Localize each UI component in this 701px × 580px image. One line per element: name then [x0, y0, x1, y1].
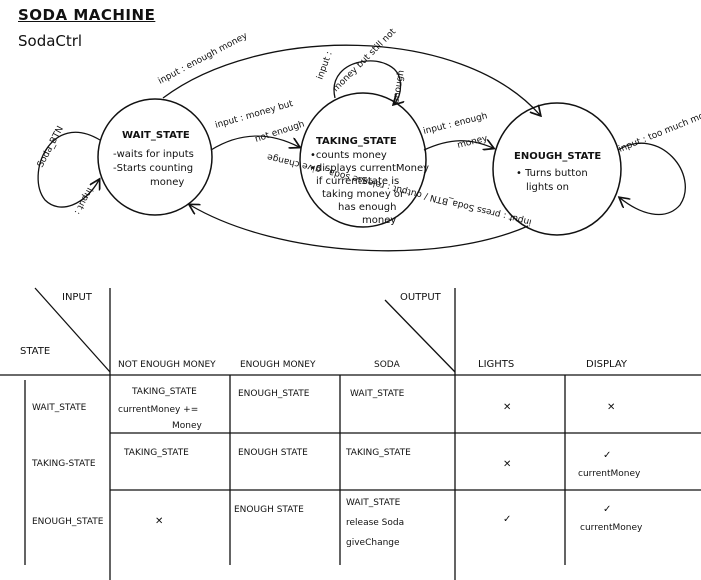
row-1-display: ✕	[607, 402, 615, 413]
table-col-lights: LIGHTS	[478, 359, 514, 370]
table-input-diagonal	[34, 287, 111, 373]
table-output-diagonal	[384, 299, 456, 373]
row-1-not-enough-1: TAKING_STATE	[131, 387, 197, 397]
row-3-enough: ENOUGH STATE	[234, 505, 304, 515]
taking-state-desc-1: •counts money	[310, 150, 387, 161]
taking-state-node	[299, 92, 427, 228]
table-col-display: DISPLAY	[586, 359, 628, 370]
row-3-display-value: currentMoney	[580, 523, 643, 533]
taking-to-enough-label-1: input : enough	[422, 111, 488, 137]
wait-state-desc-1: -waits for inputs	[113, 149, 194, 160]
wait-to-enough-label: input : enough money	[157, 31, 250, 87]
taking-self-label-2: money but still not	[331, 27, 398, 94]
taking-state-name: TAKING_STATE	[316, 136, 397, 147]
row-2-state: TAKING-STATE	[31, 459, 96, 469]
row-3-not-enough: ✕	[155, 516, 163, 527]
table-col-enough: ENOUGH MONEY	[240, 360, 316, 370]
wait-state-name: WAIT_STATE	[122, 130, 190, 141]
row-3-soda-1: WAIT_STATE	[346, 498, 401, 508]
row-2-enough: ENOUGH STATE	[238, 448, 308, 458]
diagram-title: SODA MACHINE	[18, 6, 156, 24]
taking-state-desc-2: •displays currentMoney	[310, 163, 429, 174]
taking-self-label-1: input :	[315, 50, 334, 81]
wait-to-enough-arrow	[162, 44, 540, 115]
row-3-soda-3: giveChange	[346, 538, 400, 548]
taking-state-desc-3: if currentState is	[316, 176, 399, 187]
row-3-lights: ✓	[503, 514, 511, 525]
row-2-not-enough: TAKING_STATE	[123, 448, 189, 458]
table-state-label: STATE	[20, 346, 50, 357]
row-1-soda: WAIT_STATE	[350, 389, 405, 399]
wait-self-loop-arrow	[37, 131, 100, 208]
enough-self-loop-arrow	[618, 142, 686, 215]
wait-state-desc-3: money	[150, 177, 184, 188]
enough-state-name: ENOUGH_STATE	[514, 151, 601, 162]
wait-state-node	[97, 98, 213, 216]
row-2-display-value: currentMoney	[578, 469, 641, 479]
wait-to-taking-arrow	[210, 135, 299, 151]
row-2-display-check: ✓	[603, 450, 611, 461]
taking-self-label-3: enough	[391, 69, 407, 104]
row-2-soda: TAKING_STATE	[345, 448, 411, 458]
enough-state-desc-2: lights on	[526, 182, 569, 193]
taking-state-desc-5: has enough	[338, 202, 397, 213]
table-col-soda: SODA	[374, 360, 401, 370]
row-3-display-check: ✓	[603, 504, 611, 515]
wait-self-label-1: Soda_BTN	[36, 125, 66, 170]
taking-state-desc-4: taking money or	[322, 189, 405, 200]
taking-self-loop-arrow	[333, 60, 401, 104]
enough-to-wait-arrow	[190, 205, 529, 252]
taking-state-desc-6: money	[362, 215, 396, 226]
wait-state-desc-2: -Starts counting	[113, 163, 193, 174]
enough-state-node	[492, 102, 622, 236]
row-1-not-enough-2: currentMoney +=	[118, 405, 198, 415]
taking-to-enough-label-2: money	[456, 134, 489, 151]
diagram-subtitle: SodaCtrl	[18, 32, 83, 50]
row-3-soda-2: release Soda	[346, 518, 404, 528]
row-1-enough: ENOUGH_STATE	[238, 389, 310, 399]
row-2-lights: ✕	[503, 459, 511, 470]
table-col-not-enough: NOT ENOUGH MONEY	[118, 360, 216, 370]
table-input-label: INPUT	[62, 292, 93, 303]
row-1-not-enough-3: Money	[172, 421, 203, 431]
row-1-state: WAIT_STATE	[32, 403, 87, 413]
row-3-state: ENOUGH_STATE	[32, 517, 104, 527]
taking-to-enough-arrow	[423, 141, 493, 151]
row-1-lights: ✕	[503, 402, 511, 413]
wait-to-taking-label-2: not enough	[254, 119, 306, 144]
table-output-label: OUTPUT	[400, 292, 442, 303]
wait-self-label-2: input :	[72, 186, 94, 216]
enough-state-desc-1: • Turns button	[516, 168, 588, 179]
